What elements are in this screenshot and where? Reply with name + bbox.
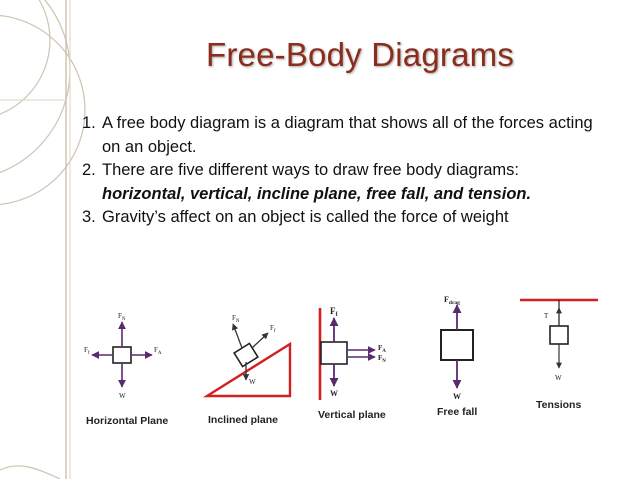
list-text-plain: There are five different ways to draw fr… [102,161,529,179]
svg-text:Ff: Ff [270,324,276,334]
list-number: 3. [82,208,96,226]
bullet-list: 1. A free body diagram is a diagram that… [82,112,602,230]
list-item: 1. A free body diagram is a diagram that… [82,112,602,159]
caption-tension: Tensions [536,399,581,411]
label-w: W [330,389,338,398]
caption-inclined: Inclined plane [208,414,278,426]
label-fdrag: F [444,295,449,304]
label-ff: F [270,324,274,332]
svg-text:Ff: Ff [330,306,339,318]
label-fn: F [378,354,382,362]
list-number: 1. [82,114,96,132]
label-w: W [119,392,126,400]
object-box [112,346,132,364]
svg-text:FN: FN [378,354,386,364]
tension-diagram: T W Tensions [520,298,598,411]
list-text: A free body diagram is a diagram that sh… [102,114,593,156]
label-t: T [544,312,549,320]
label-fa-sub: A [158,351,162,356]
label-fa: F [378,344,382,352]
label-fn: F [118,312,122,320]
caption-vertical: Vertical plane [318,409,386,421]
object-box [549,325,569,345]
list-item: 2. There are five different ways to draw… [82,159,602,206]
list-item: 3. Gravity’s affect on an object is call… [82,206,602,230]
label-ff: F [84,346,88,354]
label-ff-sub: f [336,312,339,318]
label-ff: F [330,306,336,316]
svg-text:FN: FN [232,314,240,324]
svg-text:FA: FA [154,346,162,356]
caption-horizontal: Horizontal Plane [86,415,168,427]
object-box [440,329,474,361]
label-fa: F [154,346,158,354]
label-fdrag-sub: drag [449,300,460,306]
list-text-emphasis: horizontal, vertical, incline plane, fre… [102,184,532,203]
free-fall-diagram: Fdrag W Free fall [437,295,477,418]
label-w: W [453,392,461,401]
list-text: There are five different ways to draw fr… [102,159,602,206]
label-fn: F [232,314,236,322]
caption-free-fall: Free fall [437,406,477,418]
label-fn-sub: N [236,319,240,324]
svg-text:Fdrag: Fdrag [444,295,460,306]
object-box [320,341,348,365]
object-box [233,342,259,368]
list-text: Gravity’s affect on an object is called … [102,208,509,226]
label-fn-sub: N [382,359,386,364]
inclined-plane-diagram: FN Ff W Inclined plane [202,314,292,426]
label-fa-sub: A [382,349,386,354]
svg-text:FA: FA [378,344,386,354]
horizontal-plane-diagram: FN Ff FA W Horizontal Plane [84,312,168,427]
incline-ramp [202,341,292,398]
vertical-plane-diagram: Ff FA FN W Vertical plane [318,306,386,421]
svg-text:FN: FN [118,312,126,322]
label-ff-sub: f [274,329,276,334]
label-w: W [249,378,256,386]
label-fn-sub: N [122,317,126,322]
svg-text:Ff: Ff [84,346,90,356]
friction-arrow [251,332,269,349]
normal-force-arrow [232,323,243,349]
label-w: W [555,374,562,382]
label-ff-sub: f [88,351,90,356]
slide-title: Free-Body Diagrams [205,36,515,73]
list-number: 2. [82,161,96,179]
diagram-strip: FN Ff FA W Horizontal Plane FN Ff W Incl… [0,280,638,430]
